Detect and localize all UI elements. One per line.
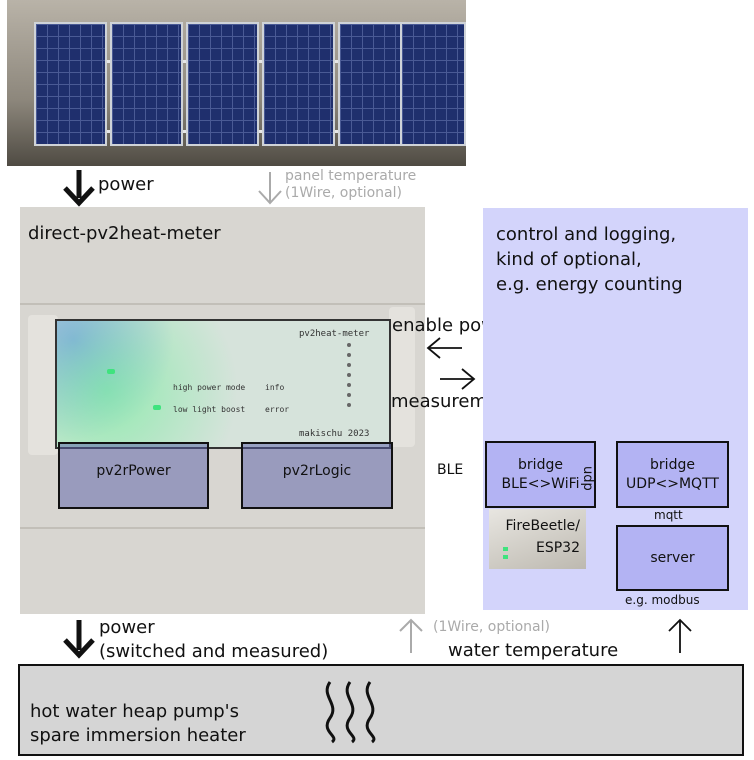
pcb-board: pv2heat-meter high power mode low light … — [55, 319, 391, 449]
firebeetle-photo — [489, 509, 586, 569]
pcb-pad — [347, 403, 351, 407]
device-title: direct-pv2heat-meter — [28, 223, 221, 244]
control-description: control and logging, kind of optional, e… — [496, 222, 683, 297]
solar-module — [110, 22, 183, 146]
ble-label: BLE — [437, 462, 464, 478]
solar-module — [186, 22, 259, 146]
pcb-footer: makischu 2023 — [299, 429, 370, 439]
power-bottom-line1: power — [99, 617, 155, 638]
pv2rpower-box: pv2rPower — [58, 442, 209, 509]
power-label-bottom: power (switched and measured) — [99, 616, 328, 664]
pcb-low-light-boost: low light boost — [173, 405, 246, 414]
bridge-udp-line2: UDP<>MQTT — [626, 476, 719, 492]
pcb-high-power-mode: high power mode — [173, 383, 246, 392]
bridge-udp-line1: bridge — [650, 457, 695, 473]
firebeetle-led — [503, 555, 508, 559]
control-line2: kind of optional, — [496, 249, 642, 270]
enable-power-out-arrow — [426, 337, 462, 359]
panel-temperature-label: panel temperature (1Wire, optional) — [285, 168, 416, 202]
solar-module — [262, 22, 335, 146]
device-notch-right — [389, 307, 415, 447]
solar-module — [338, 22, 411, 146]
pcb-pad — [347, 343, 351, 347]
pcb-pad — [347, 373, 351, 377]
pv2heat-meter-device: direct-pv2heat-meter pv2heat-meter high … — [20, 207, 425, 614]
bridge-ble-line2: BLE<>WiFi — [501, 476, 580, 492]
firebeetle-label: FireBeetle/ ESP32 — [503, 515, 580, 559]
solar-panel-photo — [7, 0, 466, 166]
device-notch-left — [28, 315, 58, 455]
pcb-pad — [347, 363, 351, 367]
firebeetle-line2: ESP32 — [536, 540, 580, 556]
immersion-heater-box: hot water heap pump's spare immersion he… — [18, 664, 744, 756]
heater-line1: hot water heap pump's — [30, 701, 239, 722]
udp-label: udp — [580, 466, 595, 491]
pv2rlogic-box: pv2rLogic — [241, 442, 393, 509]
bridge-ble-line1: bridge — [518, 457, 563, 473]
water-temperature-arrow — [668, 618, 692, 653]
panel-temperature-line1: panel temperature — [285, 168, 417, 184]
water-temperature-label: water temperature — [448, 640, 619, 661]
control-line1: control and logging, — [496, 224, 677, 245]
solar-module — [34, 22, 107, 146]
panel-temperature-line2: (1Wire, optional) — [285, 185, 402, 201]
solar-module — [400, 22, 466, 146]
firebeetle-led — [503, 547, 508, 551]
water-temp-optional-label: (1Wire, optional) — [433, 619, 550, 635]
power-arrow-bottom — [63, 620, 95, 659]
heater-label: hot water heap pump's spare immersion he… — [30, 700, 246, 748]
bridge-ble-wifi-box: bridge BLE<>WiFi — [485, 441, 596, 508]
power-arrow-top — [63, 170, 95, 207]
measurement-data-arrow — [440, 368, 476, 390]
pcb-info: info — [265, 383, 285, 392]
bridge-udp-mqtt-box: bridge UDP<>MQTT — [616, 441, 729, 508]
server-box: server — [616, 525, 729, 591]
pcb-led — [107, 369, 115, 374]
panel-temperature-arrow — [258, 172, 282, 205]
heater-line2: spare immersion heater — [30, 725, 246, 746]
pcb-pad — [347, 393, 351, 397]
power-label-top: power — [98, 174, 154, 195]
heat-waves-icon — [325, 681, 376, 744]
pcb-error: error — [265, 405, 290, 414]
pcb-pad — [347, 383, 351, 387]
pcb-led — [153, 405, 161, 410]
water-temperature-optional-arrow — [399, 618, 423, 653]
pcb-title: pv2heat-meter — [299, 329, 370, 339]
control-line3: e.g. energy counting — [496, 274, 683, 295]
power-bottom-line2: (switched and measured) — [99, 641, 329, 662]
device-seam — [20, 303, 425, 305]
modbus-label: e.g. modbus — [625, 593, 700, 607]
mqtt-label: mqtt — [654, 508, 683, 522]
device-seam — [20, 527, 425, 529]
pcb-pad — [347, 353, 351, 357]
firebeetle-line1: FireBeetle/ — [505, 518, 580, 534]
